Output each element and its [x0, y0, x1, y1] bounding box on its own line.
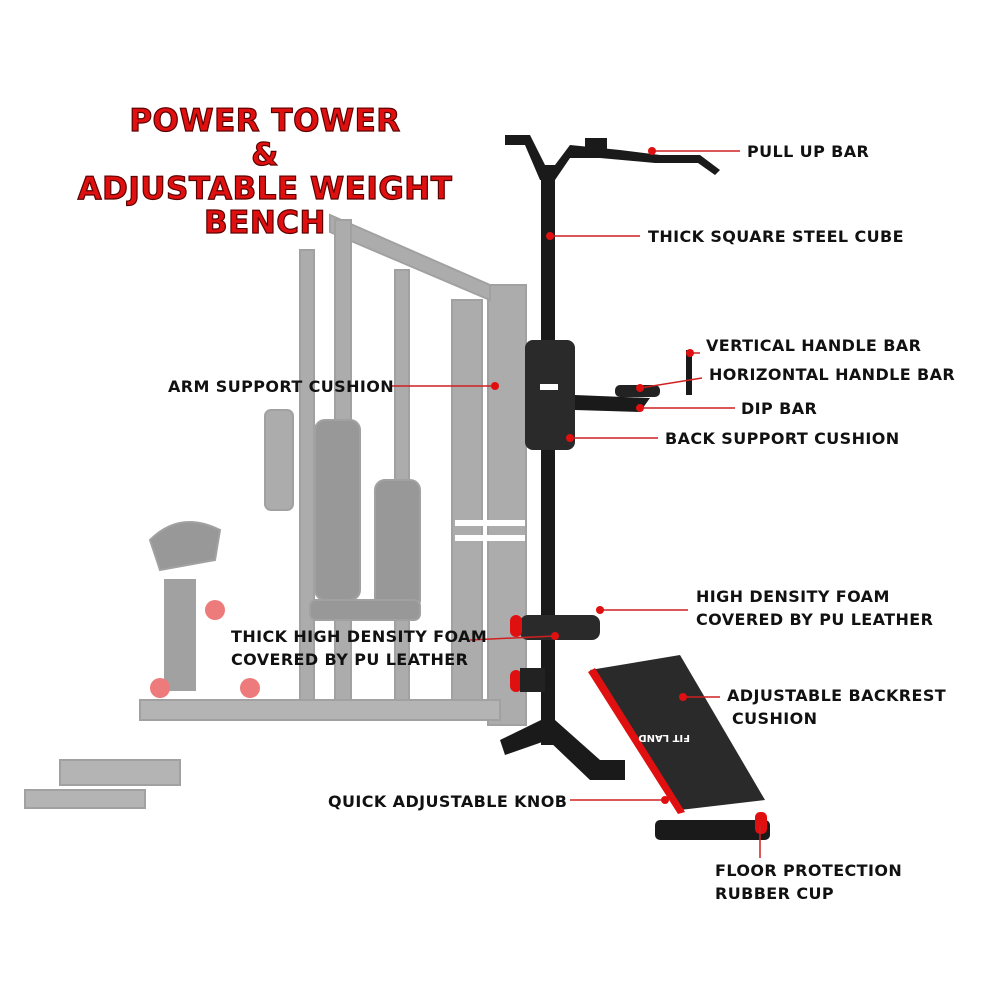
label-foam-right: HIGH DENSITY FOAM COVERED BY PU LEATHER	[696, 585, 933, 631]
home-gym-background	[24, 213, 527, 809]
power-tower: FIT LAND	[500, 135, 770, 840]
label-line: HIGH DENSITY FOAM	[696, 587, 890, 606]
label-line: FLOOR PROTECTION	[715, 861, 903, 880]
title-line: &	[251, 137, 279, 173]
label-foam-left: THICK HIGH DENSITY FOAM COVERED BY PU LE…	[231, 625, 487, 671]
label-vertical-handle: VERTICAL HANDLE BAR	[706, 336, 922, 355]
leader-lines	[392, 147, 764, 858]
svg-text:FIT LAND: FIT LAND	[638, 732, 690, 743]
label-back-support: BACK SUPPORT CUSHION	[665, 429, 900, 448]
title-line: POWER TOWER	[129, 103, 401, 139]
label-line: THICK HIGH DENSITY FOAM	[231, 627, 488, 646]
label-dip-bar: DIP BAR	[741, 399, 818, 418]
label-rubber-cup: FLOOR PROTECTION RUBBER CUP	[715, 859, 902, 905]
label-knob: QUICK ADJUSTABLE KNOB	[328, 792, 568, 811]
label-pull-up-bar: PULL UP BAR	[747, 142, 870, 161]
label-line: COVERED BY PU LEATHER	[231, 650, 469, 669]
label-line: ADJUSTABLE BACKREST	[727, 686, 947, 705]
label-arm-support: ARM SUPPORT CUSHION	[168, 377, 395, 396]
title-line: BENCH	[203, 205, 326, 241]
label-line: COVERED BY PU LEATHER	[696, 610, 934, 629]
diagram-title: POWER TOWER & ADJUSTABLE WEIGHT BENCH	[40, 103, 490, 241]
label-line: RUBBER CUP	[715, 884, 834, 903]
label-line: CUSHION	[732, 709, 818, 728]
label-backrest: ADJUSTABLE BACKREST CUSHION	[727, 684, 946, 730]
title-line: ADJUSTABLE WEIGHT	[77, 171, 453, 207]
label-steel-cube: THICK SQUARE STEEL CUBE	[648, 227, 904, 246]
label-horizontal-handle: HORIZONTAL HANDLE BAR	[709, 365, 956, 384]
